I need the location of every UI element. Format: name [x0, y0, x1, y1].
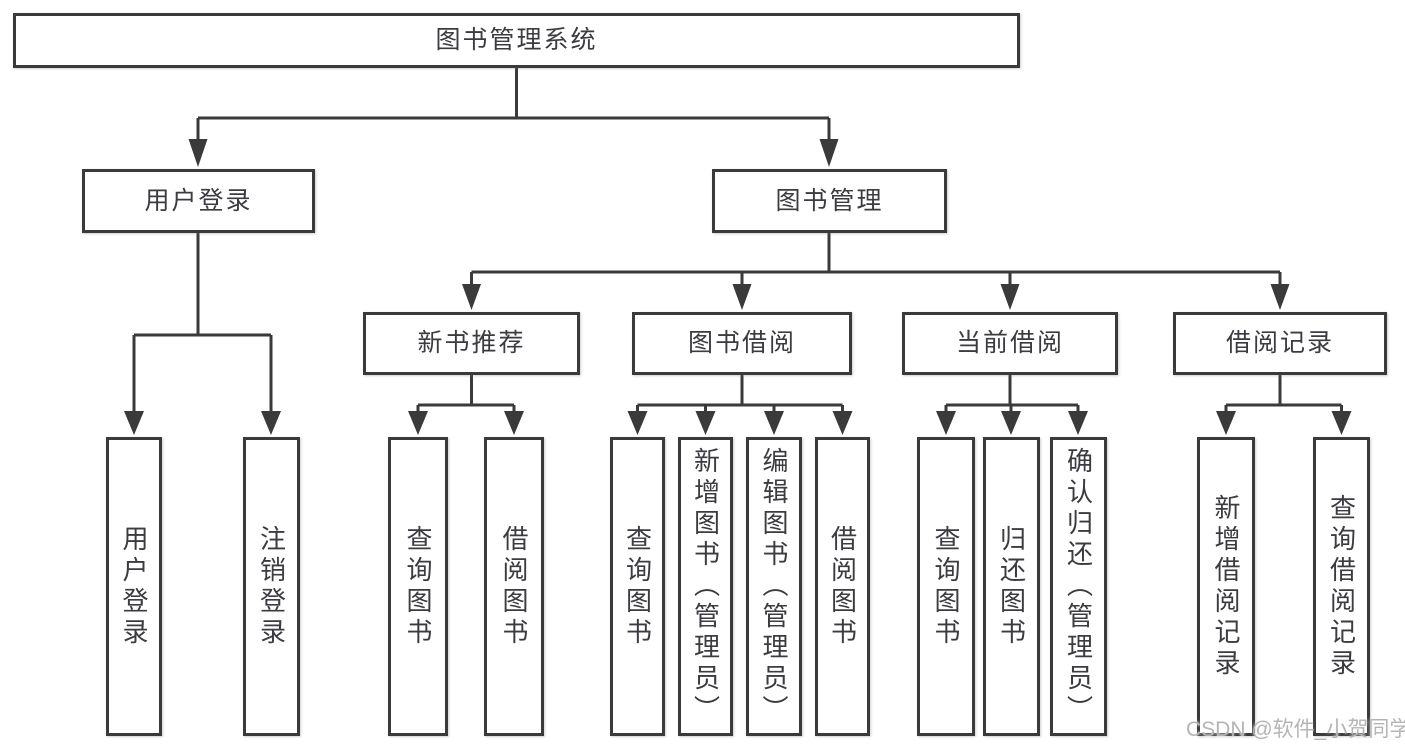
- node-bb-borrow-book: 借阅图书: [815, 437, 870, 736]
- node-cb-return-book: 归还图书: [983, 437, 1040, 736]
- node-root-label: 图书管理系统: [435, 26, 598, 54]
- node-bb-search-book-label: 查询图书: [622, 524, 653, 649]
- node-bb-borrow-book-label: 借阅图书: [827, 524, 858, 649]
- node-current-borrowing-label: 当前借阅: [955, 329, 1064, 357]
- node-br-add-record: 新增借阅记录: [1197, 437, 1255, 736]
- node-nbr-search-book-label: 查询图书: [403, 524, 433, 649]
- node-current-borrowing: 当前借阅: [902, 312, 1118, 375]
- node-cb-search-book: 查询图书: [917, 437, 975, 736]
- node-nbr-borrow-book-label: 借阅图书: [499, 524, 529, 649]
- node-user-login: 用户登录: [82, 169, 315, 233]
- node-nbr-borrow-book: 借阅图书: [484, 437, 544, 736]
- node-bb-edit-book-admin-label: 编辑图书（管理员）: [759, 447, 789, 726]
- node-logout-action-label: 注销登录: [256, 524, 287, 649]
- node-logout-action: 注销登录: [243, 437, 300, 736]
- watermark: CSDN @软件_小贺同学: [1186, 718, 1405, 741]
- node-bb-add-book-admin-label: 新增图书（管理员）: [690, 447, 721, 726]
- node-book-borrowing-label: 图书借阅: [687, 329, 796, 357]
- node-user-login-action: 用户登录: [106, 437, 162, 736]
- node-borrow-records-label: 借阅记录: [1225, 329, 1334, 357]
- node-bb-add-book-admin: 新增图书（管理员）: [678, 437, 733, 736]
- node-br-search-record-label: 查询借阅记录: [1326, 493, 1357, 680]
- node-cb-search-book-label: 查询图书: [931, 524, 961, 649]
- node-cb-confirm-return-admin: 确认归还（管理员）: [1050, 437, 1107, 736]
- node-book-borrowing: 图书借阅: [632, 312, 852, 375]
- node-user-login-label: 用户登录: [144, 186, 253, 215]
- node-book-management: 图书管理: [712, 169, 947, 233]
- node-cb-confirm-return-admin-label: 确认归还（管理员）: [1063, 447, 1094, 726]
- node-new-book-recommend-label: 新书推荐: [417, 329, 526, 357]
- node-br-search-record: 查询借阅记录: [1313, 437, 1370, 736]
- node-cb-return-book-label: 归还图书: [996, 524, 1027, 649]
- node-nbr-search-book: 查询图书: [388, 437, 448, 736]
- node-br-add-record-label: 新增借阅记录: [1211, 493, 1241, 680]
- node-bb-edit-book-admin: 编辑图书（管理员）: [746, 437, 802, 736]
- node-user-login-action-label: 用户登录: [119, 524, 149, 649]
- node-bb-search-book: 查询图书: [610, 437, 665, 736]
- node-borrow-records: 借阅记录: [1173, 312, 1387, 375]
- node-root: 图书管理系统: [13, 13, 1020, 68]
- node-new-book-recommend: 新书推荐: [363, 312, 580, 375]
- node-book-management-label: 图书管理: [775, 186, 884, 215]
